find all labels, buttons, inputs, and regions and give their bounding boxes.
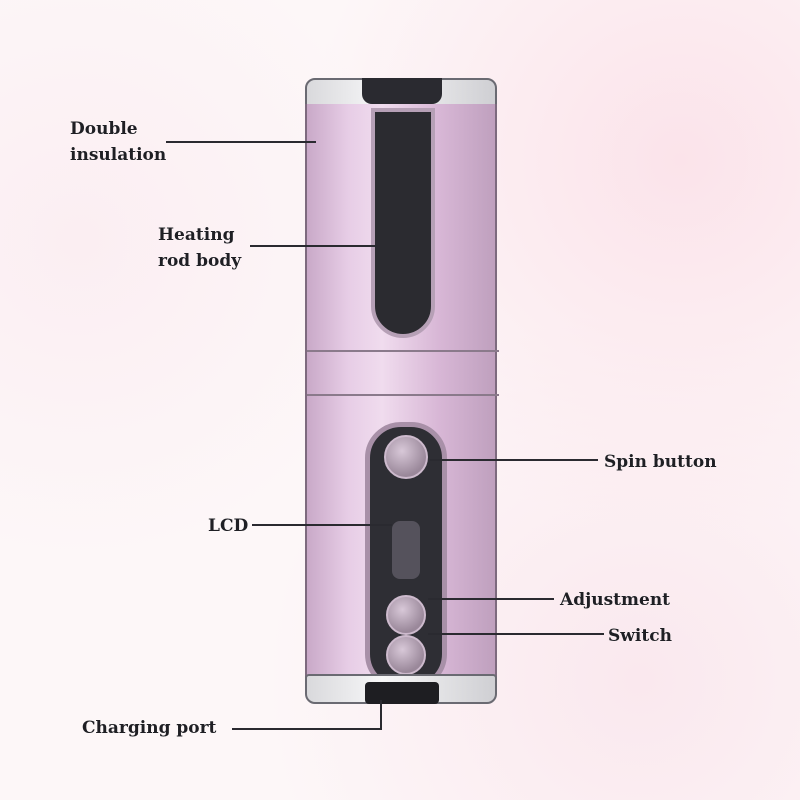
label-spin-button: Spin button (604, 452, 717, 472)
heating-rod-window (371, 108, 435, 338)
control-panel (365, 422, 447, 690)
leader-line (232, 728, 382, 730)
leader-line (430, 459, 598, 461)
leader-line (166, 141, 316, 143)
adjustment-button[interactable] (386, 595, 426, 635)
curling-slot (362, 78, 442, 104)
label-line: rod body (158, 251, 242, 271)
label-line: Heating (158, 225, 235, 245)
lcd-display (392, 521, 420, 579)
spin-button[interactable] (384, 435, 428, 479)
leader-line (428, 598, 554, 600)
label-switch: Switch (608, 626, 672, 646)
hair-curler-device (305, 78, 499, 708)
switch-button[interactable] (386, 635, 426, 675)
label-heating-rod-body: Heating rod body (158, 222, 241, 274)
label-line: Double (70, 119, 138, 139)
curler-body (305, 104, 499, 690)
label-double-insulation: Double insulation (70, 116, 166, 168)
leader-line (250, 245, 378, 247)
label-line: insulation (70, 145, 167, 165)
body-seam (307, 350, 499, 352)
label-lcd: LCD (208, 516, 249, 536)
body-seam (307, 394, 499, 396)
leader-line (252, 524, 392, 526)
label-charging-port: Charging port (82, 718, 217, 738)
leader-line (380, 700, 382, 730)
leader-line (428, 633, 604, 635)
charging-port (365, 682, 439, 704)
bottom-cap (305, 674, 497, 704)
label-adjustment: Adjustment (560, 590, 671, 610)
